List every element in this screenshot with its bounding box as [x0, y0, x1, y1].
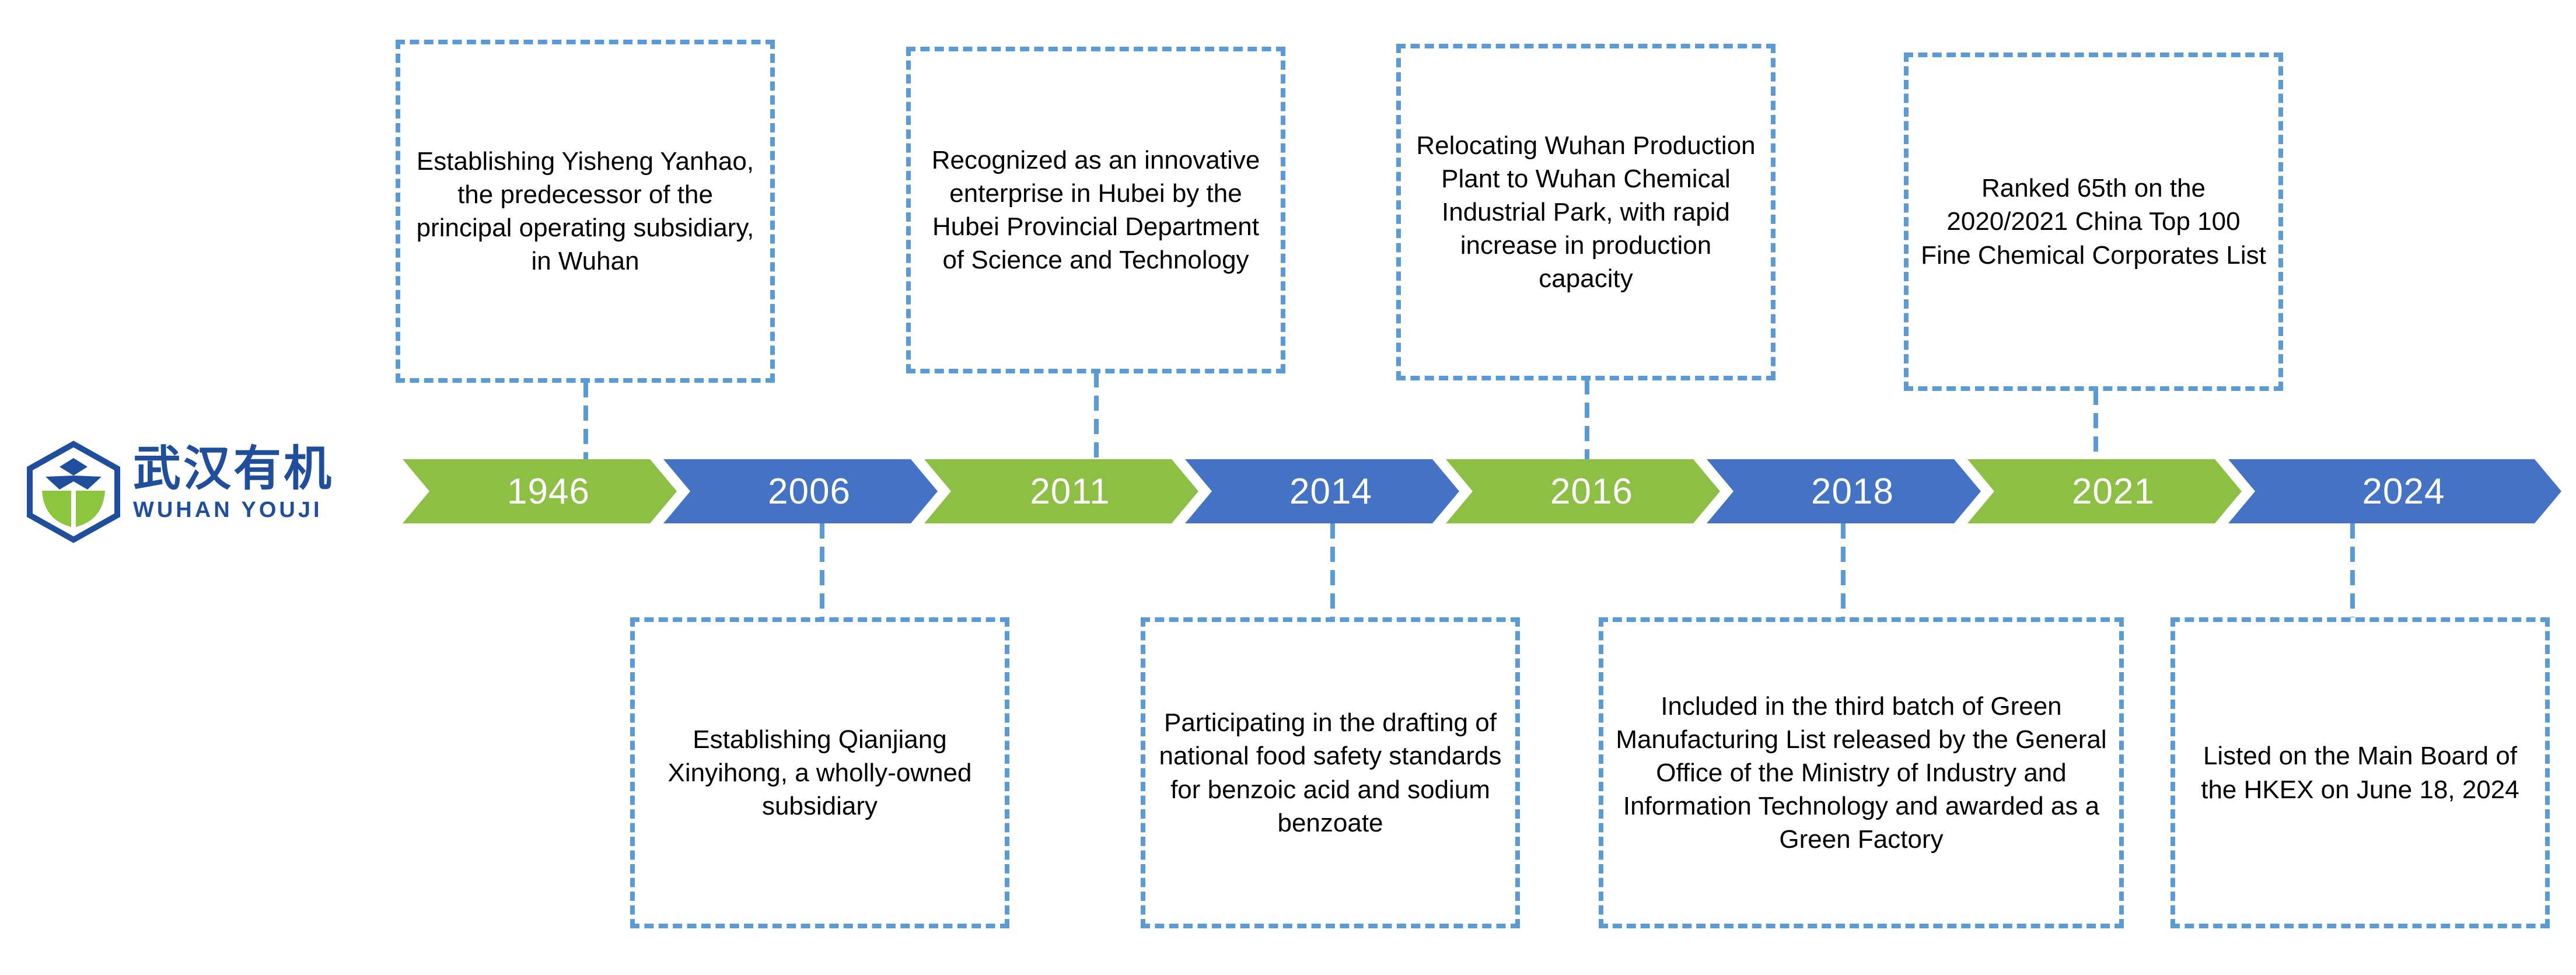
callout-2014[interactable]: Participating in the drafting of nationa… — [1141, 617, 1520, 928]
year-label-2011: 2011 — [1030, 471, 1110, 512]
timeline-step-2018[interactable]: 2018 — [1707, 459, 1981, 523]
timeline-step-2014[interactable]: 2014 — [1185, 459, 1459, 523]
company-logo: 武汉有机 WUHAN YOUJI — [22, 441, 384, 543]
callout-text-2021: Ranked 65th on the 2020/2021 China Top 1… — [1921, 174, 2266, 270]
year-label-1946: 1946 — [507, 471, 590, 512]
hexagon-leaf-logo-icon — [27, 441, 120, 543]
callout-2021[interactable]: Ranked 65th on the 2020/2021 China Top 1… — [1904, 53, 2283, 391]
timeline-step-2011[interactable]: 2011 — [924, 459, 1198, 523]
year-label-2014: 2014 — [1289, 471, 1372, 512]
year-label-2016: 2016 — [1550, 471, 1633, 512]
connector-2011 — [1094, 372, 1099, 459]
callout-2024[interactable]: Listed on the Main Board of the HKEX on … — [2170, 617, 2550, 928]
logo-wordmark: 武汉有机 WUHAN YOUJI — [133, 445, 378, 539]
connector-2021 — [2093, 390, 2098, 459]
callout-text-2011: Recognized as an innovative enterprise i… — [931, 145, 1260, 275]
connector-1946 — [583, 382, 588, 459]
year-label-2021: 2021 — [2072, 471, 2155, 512]
connector-2018 — [1841, 523, 1846, 617]
callout-text-1946: Establishing Yisheng Yanhao, the predece… — [416, 146, 754, 276]
year-label-2018: 2018 — [1811, 471, 1894, 512]
callout-1946[interactable]: Establishing Yisheng Yanhao, the predece… — [396, 40, 775, 383]
connector-2006 — [820, 523, 824, 617]
timeline-step-2024[interactable]: 2024 — [2228, 459, 2561, 523]
callout-text-2016: Relocating Wuhan Production Plant to Wuh… — [1416, 131, 1756, 293]
logo-chinese-name: 武汉有机 — [133, 442, 334, 495]
timeline-step-2021[interactable]: 2021 — [1967, 459, 2242, 523]
callout-text-2024: Listed on the Main Board of the HKEX on … — [2201, 742, 2519, 804]
callout-2018[interactable]: Included in the third batch of Green Man… — [1599, 617, 2124, 928]
logo-latin-name: WUHAN YOUJI — [133, 498, 323, 522]
timeline-step-2006[interactable]: 2006 — [663, 459, 938, 523]
timeline-bar: 1946 2006 2011 2014 2016 2018 2021 2024 — [403, 459, 2561, 523]
callout-2016[interactable]: Relocating Wuhan Production Plant to Wuh… — [1396, 44, 1775, 380]
callout-2006[interactable]: Establishing Qianjiang Xinyihong, a whol… — [630, 617, 1009, 928]
year-label-2024: 2024 — [2362, 471, 2445, 512]
connector-2024 — [2350, 523, 2355, 617]
callout-text-2014: Participating in the drafting of nationa… — [1159, 708, 1502, 837]
callout-2011[interactable]: Recognized as an innovative enterprise i… — [906, 47, 1285, 373]
timeline-step-2016[interactable]: 2016 — [1446, 459, 1720, 523]
callout-text-2018: Included in the third batch of Green Man… — [1616, 691, 2107, 854]
year-label-2006: 2006 — [768, 471, 851, 512]
timeline-step-1946[interactable]: 1946 — [403, 459, 677, 523]
connector-2016 — [1585, 379, 1589, 459]
callout-text-2006: Establishing Qianjiang Xinyihong, a whol… — [667, 725, 972, 821]
connector-2014 — [1330, 523, 1335, 617]
